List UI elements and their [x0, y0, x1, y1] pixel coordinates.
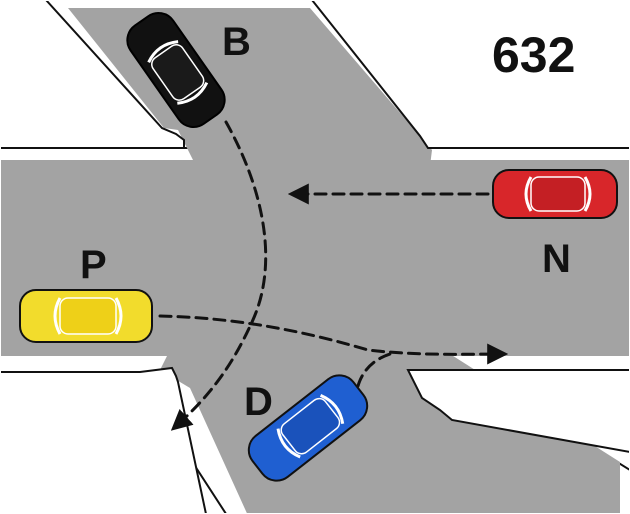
vehicle-n-label: N: [542, 237, 571, 281]
vehicle-p: [19, 289, 153, 343]
labels: B N P D 632: [80, 20, 575, 424]
vehicle-n-windshield: [524, 176, 533, 212]
path-d: [356, 352, 392, 388]
vehicle-p-label: P: [80, 243, 107, 287]
path-p: [158, 314, 509, 365]
vehicle-n-rear-window: [583, 176, 592, 212]
vehicle-d-windshield: [319, 393, 345, 424]
vehicle-p-roof: [59, 297, 117, 335]
vehicle-b-label: B: [222, 20, 251, 64]
vehicle-p-windshield: [114, 297, 123, 335]
vehicle-d-roof: [280, 397, 341, 455]
path-b: [170, 120, 268, 431]
vehicle-d-label: D: [244, 380, 273, 424]
vehicle-d: [247, 374, 369, 482]
vehicle-b-rear-window: [147, 40, 179, 63]
vehicle-d-rear-window: [276, 428, 301, 459]
vehicle-n-roof: [530, 176, 586, 212]
vehicle-b: [126, 12, 226, 128]
vehicle-p-rear-window: [53, 297, 62, 335]
travel-paths: [158, 120, 509, 431]
vehicle-n: [492, 169, 618, 219]
vehicle-b-roof: [151, 44, 205, 101]
vehicle-b-windshield: [177, 81, 209, 105]
diagram-number: 632: [492, 27, 575, 83]
